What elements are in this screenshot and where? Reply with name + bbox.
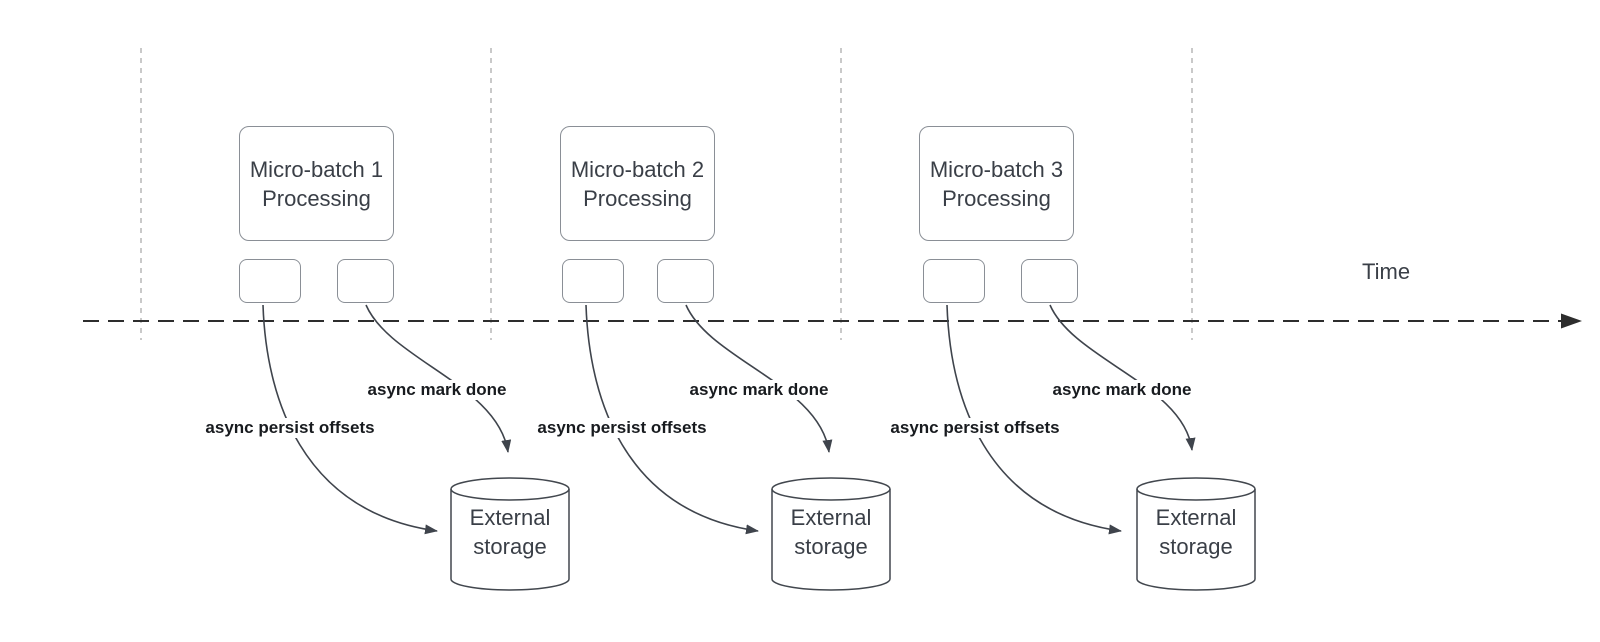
external-storage-line2: storage <box>794 534 868 559</box>
processing-box-title-line1: Micro-batch 3 <box>929 156 1064 182</box>
database-cylinder-icon <box>1136 477 1256 591</box>
mark-done-label: async mark done <box>363 380 511 400</box>
persist-offsets-label: async persist offsets <box>886 418 1064 438</box>
persist-offsets-arrow <box>946 304 1122 535</box>
processing-box: Micro-batch 3 Processing <box>919 126 1074 241</box>
processing-box-title-line1: Micro-batch 1 <box>249 156 384 182</box>
processing-box-title-line1: Micro-batch 2 <box>570 156 705 182</box>
persist-offsets-label: async persist offsets <box>533 418 711 438</box>
external-storage-line1: External <box>469 505 551 530</box>
external-storage-label: External storage <box>1136 503 1256 561</box>
mark-done-task-chip <box>337 259 394 303</box>
timeline-arrowhead-icon <box>1561 313 1582 329</box>
mark-done-task-chip <box>657 259 714 303</box>
persist-task-chip <box>562 259 624 303</box>
mark-done-task-chip <box>1021 259 1078 303</box>
database-cylinder-icon <box>771 477 891 591</box>
external-storage-line1: External <box>1155 505 1237 530</box>
mark-done-label: async mark done <box>685 380 833 400</box>
mark-done-arrow <box>365 304 512 453</box>
external-storage-line1: External <box>790 505 872 530</box>
persist-task-chip <box>923 259 985 303</box>
processing-box-title-line2: Processing <box>942 185 1051 211</box>
time-axis-label: Time <box>1362 259 1411 284</box>
processing-box: Micro-batch 2 Processing <box>560 126 715 241</box>
external-storage-line2: storage <box>473 534 547 559</box>
persist-offsets-arrow <box>585 304 759 535</box>
processing-box-title-line2: Processing <box>583 185 692 211</box>
external-storage-label: External storage <box>450 503 570 561</box>
mark-done-label: async mark done <box>1048 380 1196 400</box>
mark-done-arrow <box>685 304 833 453</box>
external-storage-line2: storage <box>1159 534 1233 559</box>
processing-box-title-line2: Processing <box>262 185 371 211</box>
persist-offsets-arrow <box>262 304 438 535</box>
mark-done-arrow <box>1049 304 1196 451</box>
processing-box: Micro-batch 1 Processing <box>239 126 394 241</box>
database-cylinder-icon <box>450 477 570 591</box>
external-storage-label: External storage <box>771 503 891 561</box>
persist-task-chip <box>239 259 301 303</box>
persist-offsets-label: async persist offsets <box>201 418 379 438</box>
